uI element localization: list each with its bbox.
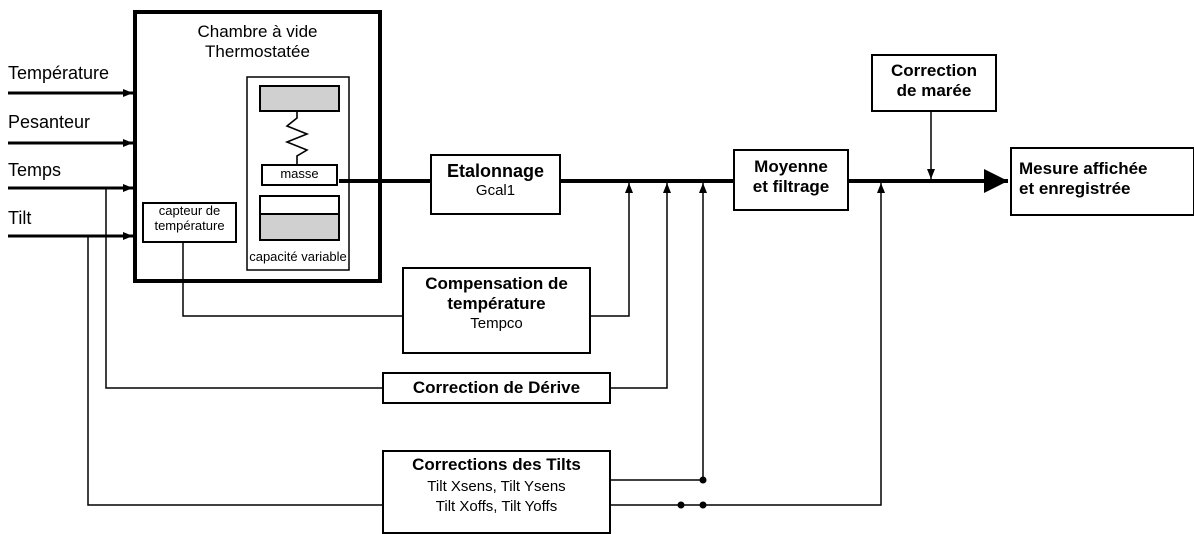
capacitor-bottom-plate [259,213,340,241]
chamber-title: Chambre à vide Thermostatée [135,22,380,61]
output-label: Mesure affichée et enregistrée [1019,159,1148,198]
mass-box [261,164,338,186]
tilts-title: Corrections des Tilts [412,455,581,474]
temperature-sensor-label: capteur de température [143,203,236,234]
output-line2: et enregistrée [1019,178,1131,198]
capacitor-top-plate [259,85,340,112]
calibration-param: Gcal1 [475,181,516,199]
averaging-line2: et filtrage [752,176,830,196]
drift-correction-label: Correction de Dérive [412,378,581,397]
temperature-sensor-box [142,202,237,243]
tide-line2: de marée [896,80,972,100]
junction-dot [677,501,685,509]
temp-comp-param: Tempco [470,315,523,333]
temp-comp-line2: température [447,293,546,313]
sensor-label-line1: capteur de [158,203,221,218]
tilt-to-tilt-corrections-line [87,236,383,506]
tilts-params-line1: Tilt Xsens, Tilt Ysens [427,477,566,495]
tilt-corrections-arrow-averaging [610,183,885,506]
averaging-label: Moyenne et filtrage [734,157,848,196]
temperature-compensation-label: Compensation de température Tempco [403,274,590,332]
junction-dot [699,501,707,509]
input-label-gravity: Pesanteur [8,112,91,132]
sensor-label-line2: température [154,217,225,233]
spring-icon [284,111,310,165]
calibration-label: Etalonnage Gcal1 [431,161,560,199]
output-box [1010,147,1194,216]
calibration-title: Etalonnage [446,161,544,181]
tide-label: Correction de marée [872,61,996,100]
averaging-box [733,149,849,211]
mass-label: masse [280,166,319,181]
chamber-title-line2: Thermostatée [205,41,310,61]
tilt-corrections-box [382,450,611,534]
tide-line1: Correction [891,61,977,80]
temp-comp-line1: Compensation de [425,274,568,293]
output-line1: Mesure affichée [1019,159,1148,178]
time-to-drift-line [105,188,383,389]
temperature-compensation-box [402,267,591,354]
calibration-box [430,154,561,215]
compensation-arrow [590,183,633,317]
drift-correction-box [382,372,611,404]
tide-correction-box [871,54,997,112]
drift-arrow [610,183,671,389]
tilt-corrections-label: Corrections des Tilts Tilt Xsens, Tilt Y… [383,455,610,515]
junction-dot [699,476,707,484]
chamber-title-line1: Chambre à vide [197,22,318,41]
input-label-tilt: Tilt [8,208,32,228]
tilts-params-line2: Tilt Xoffs, Tilt Yoffs [435,497,558,515]
capacitor-label: capacité variable [249,249,347,264]
input-label-time: Temps [8,160,62,180]
sensor-to-compensation-line [182,242,403,317]
input-label-temperature: Température [8,63,110,83]
averaging-line1: Moyenne [754,157,828,176]
